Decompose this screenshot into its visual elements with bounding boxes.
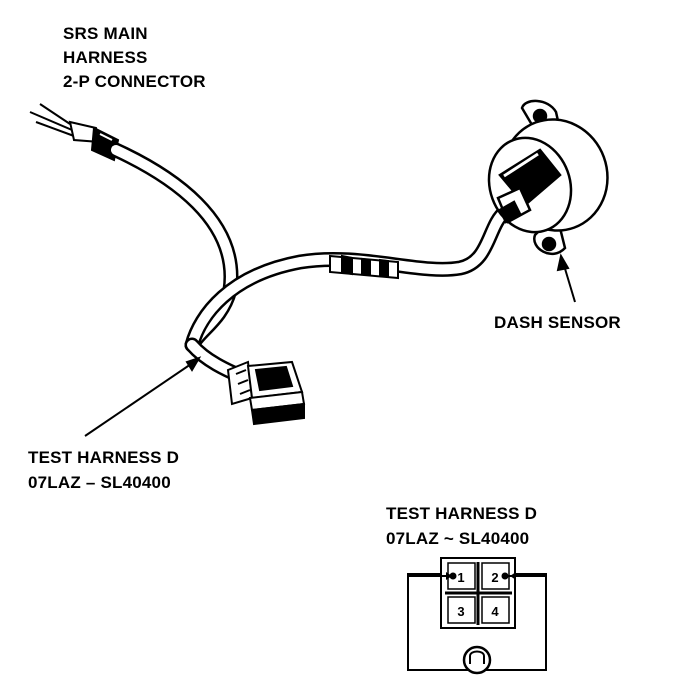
srs-label-line1: SRS MAIN [63,24,148,43]
inline-connector [329,254,399,280]
dash-sensor [487,99,609,255]
test-harness-left-label-line2: 07LAZ – SL40400 [28,473,171,492]
pin-2-label: 2 [491,570,498,585]
meter-symbol [462,645,492,675]
srs-label-line3: 2-P CONNECTOR [63,72,206,91]
srs-main-harness-wires [29,103,75,137]
srs-label-line2: HARNESS [63,48,148,67]
test-harness-cable-sensor [184,204,513,353]
test-harness-right-label-line2: 07LAZ ~ SL40400 [386,529,530,548]
pin-1-label: 1 [457,570,464,585]
test-harness-d-connector [226,360,306,426]
dash-sensor-label: DASH SENSOR [494,313,621,332]
leader-arrows [84,253,576,437]
test-harness-left-label-line1: TEST HARNESS D [28,448,180,467]
harness-schematic [407,557,547,671]
test-harness-right-label-line1: TEST HARNESS D [386,504,538,523]
pin-3-label: 3 [457,604,464,619]
pin-4-label: 4 [491,604,499,619]
